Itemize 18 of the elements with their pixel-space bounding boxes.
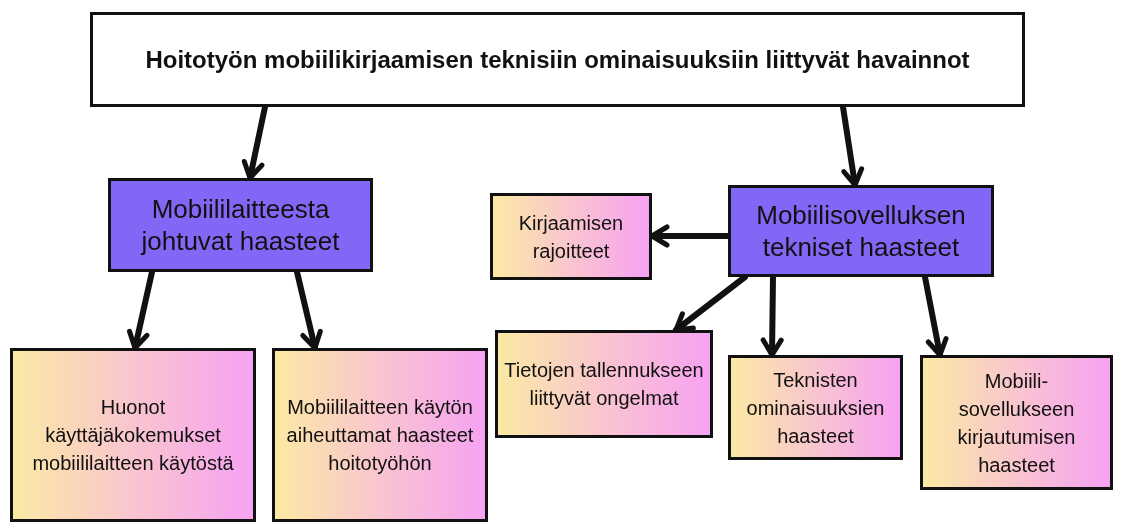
box-text: Kirjaamisen rajoitteet	[517, 210, 625, 264]
box-text: Mobiililaitteesta johtuvat haasteet	[140, 192, 341, 258]
box-text: Hoitotyön mobiilikirjaamisen teknisiin ominaisuuksiin liittyvät havainnot	[145, 45, 970, 74]
box-text: Tietojen tallennukseen liittyvät ongelmat	[504, 358, 704, 411]
box-text: Mobiilisovelluksen tekniset haasteet	[755, 198, 967, 264]
title-box	[90, 12, 1025, 107]
category-box	[728, 185, 994, 277]
box-text: Huonot käyttäjäkokemukset mobiililaitteen käytöstä	[31, 395, 235, 476]
subcategory-box	[272, 348, 488, 522]
box-text: Teknisten ominaisuuksien haasteet	[745, 367, 886, 449]
box-text: Mobiililaitteen käytön aiheuttamat haasteet hoitotyöhön	[285, 395, 475, 476]
subcategory-box	[10, 348, 256, 522]
box-text: Mobiili- sovellukseen kirjautumisen haasteet	[956, 368, 1077, 478]
subcategory-box	[495, 330, 713, 438]
subcategory-box	[490, 193, 652, 280]
category-box	[108, 178, 373, 272]
subcategory-box	[920, 355, 1113, 490]
subcategory-box	[728, 355, 903, 460]
